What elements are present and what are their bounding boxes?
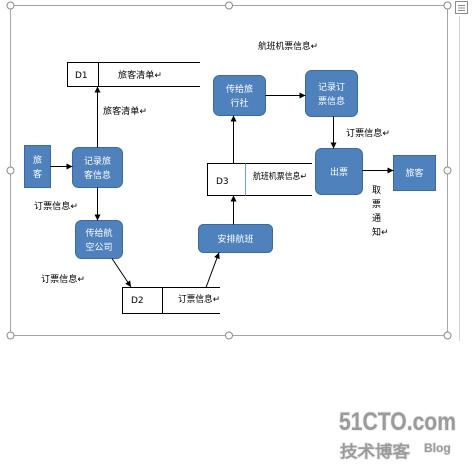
watermark-subtitle: 技术博客 bbox=[340, 442, 411, 461]
vertical-label-char: 通 bbox=[372, 213, 381, 224]
watermark-logo: 51CTO.com 技术博客 Blog bbox=[338, 407, 457, 462]
process-label-line-2: 票信息 bbox=[318, 95, 345, 107]
flow-arrow-d2-to-arrange-flight[interactable] bbox=[205, 252, 220, 288]
process-box bbox=[305, 70, 358, 117]
process-label-line-1: 传给航 bbox=[85, 227, 112, 239]
watermark-brand: 51CTO.com bbox=[339, 408, 456, 436]
data-store-name: 旅客清单↵ bbox=[118, 69, 162, 81]
entity-box bbox=[393, 155, 436, 191]
data-store-code: D1 bbox=[75, 71, 88, 81]
watermark-tag: Blog bbox=[424, 441, 451, 455]
resize-handle-middle-right-icon[interactable] bbox=[443, 166, 452, 175]
entity-label: 旅客 bbox=[405, 167, 423, 179]
process-box bbox=[315, 148, 363, 195]
process-box bbox=[75, 220, 123, 259]
entity-label-line-2: 客 bbox=[33, 168, 42, 180]
flow-label-booking-info-right[interactable]: 订票信息↵ bbox=[346, 127, 390, 139]
process-label: 安排航班 bbox=[217, 233, 253, 245]
process-record-booking-info[interactable]: 记录订 票信息 bbox=[305, 70, 358, 117]
flow-label-passenger-list[interactable]: 旅客清单↵ bbox=[103, 105, 147, 117]
entity-label-line-1: 旅 bbox=[33, 154, 42, 166]
process-label-line-2: 客信息 bbox=[84, 169, 111, 181]
process-arrange-flight[interactable]: 安排航班 bbox=[198, 224, 273, 253]
data-store-code: D2 bbox=[131, 296, 144, 306]
process-label-line-1: 传给旅 bbox=[226, 83, 253, 95]
process-label-line-2: 空公司 bbox=[85, 241, 112, 253]
flow-label-flight-ticket-info[interactable]: 航班机票信息↵ bbox=[258, 40, 318, 52]
flow-label-ticket-pickup-notice[interactable]: 取 票 通 知↵ bbox=[372, 185, 389, 238]
resize-handle-bottom-left-icon[interactable] bbox=[6, 331, 15, 340]
flow-label-booking-info-left[interactable]: 订票信息↵ bbox=[34, 200, 78, 212]
process-label-line-2: 行社 bbox=[230, 97, 248, 109]
process-label-line-1: 记录旅 bbox=[84, 155, 111, 167]
data-store-outline bbox=[122, 287, 220, 314]
resize-handle-top-center-icon[interactable] bbox=[225, 1, 233, 10]
process-issue-ticket[interactable]: 出票 bbox=[315, 148, 363, 195]
vertical-label-char: 知↵ bbox=[372, 226, 389, 238]
layout-options-icon-lines bbox=[458, 5, 465, 11]
data-store-name: 航班机票信息↵ bbox=[253, 171, 307, 182]
data-store-code: D3 bbox=[216, 177, 229, 187]
vertical-label-char: 取 bbox=[372, 185, 381, 196]
data-store-d3[interactable]: D3 航班机票信息↵ bbox=[207, 163, 313, 196]
process-box bbox=[72, 147, 123, 188]
process-send-to-agency[interactable]: 传给旅 行社 bbox=[213, 75, 266, 116]
entity-box bbox=[24, 145, 51, 188]
process-box bbox=[213, 75, 266, 116]
flow-label-booking-info-lower[interactable]: 订票信息↵ bbox=[41, 273, 85, 285]
data-store-outline bbox=[67, 62, 200, 87]
resize-handle-bottom-center-icon[interactable] bbox=[225, 331, 233, 340]
process-box bbox=[198, 224, 273, 253]
process-send-to-airline[interactable]: 传给航 空公司 bbox=[75, 220, 123, 259]
data-store-d1[interactable]: D1 旅客清单↵ bbox=[67, 62, 201, 87]
resize-handle-middle-left-icon[interactable] bbox=[6, 166, 15, 175]
data-store-name: 订票信息↵ bbox=[178, 293, 220, 305]
data-flow-diagram: D1 旅客清单↵ D2 订票信息↵ D3 航班机票信息↵ 旅 客 记录旅 客信息 bbox=[24, 40, 436, 314]
external-entity-passenger-sink[interactable]: 旅客 bbox=[393, 155, 436, 191]
resize-handle-top-right-icon[interactable] bbox=[443, 1, 452, 10]
process-label-line-1: 记录订 bbox=[318, 82, 345, 93]
external-entity-passenger-source[interactable]: 旅 客 bbox=[24, 145, 51, 188]
vertical-label-char: 票 bbox=[372, 199, 381, 210]
data-store-outline bbox=[207, 163, 312, 196]
resize-handle-top-left-icon[interactable] bbox=[6, 1, 15, 10]
layout-options-icon[interactable] bbox=[455, 1, 468, 14]
process-record-passenger-info[interactable]: 记录旅 客信息 bbox=[72, 147, 123, 188]
resize-handle-bottom-right-icon[interactable] bbox=[443, 331, 452, 340]
flow-arrow-airline-to-d2[interactable] bbox=[111, 258, 132, 288]
data-store-d2[interactable]: D2 订票信息↵ bbox=[122, 287, 221, 314]
process-label: 出票 bbox=[330, 166, 348, 178]
